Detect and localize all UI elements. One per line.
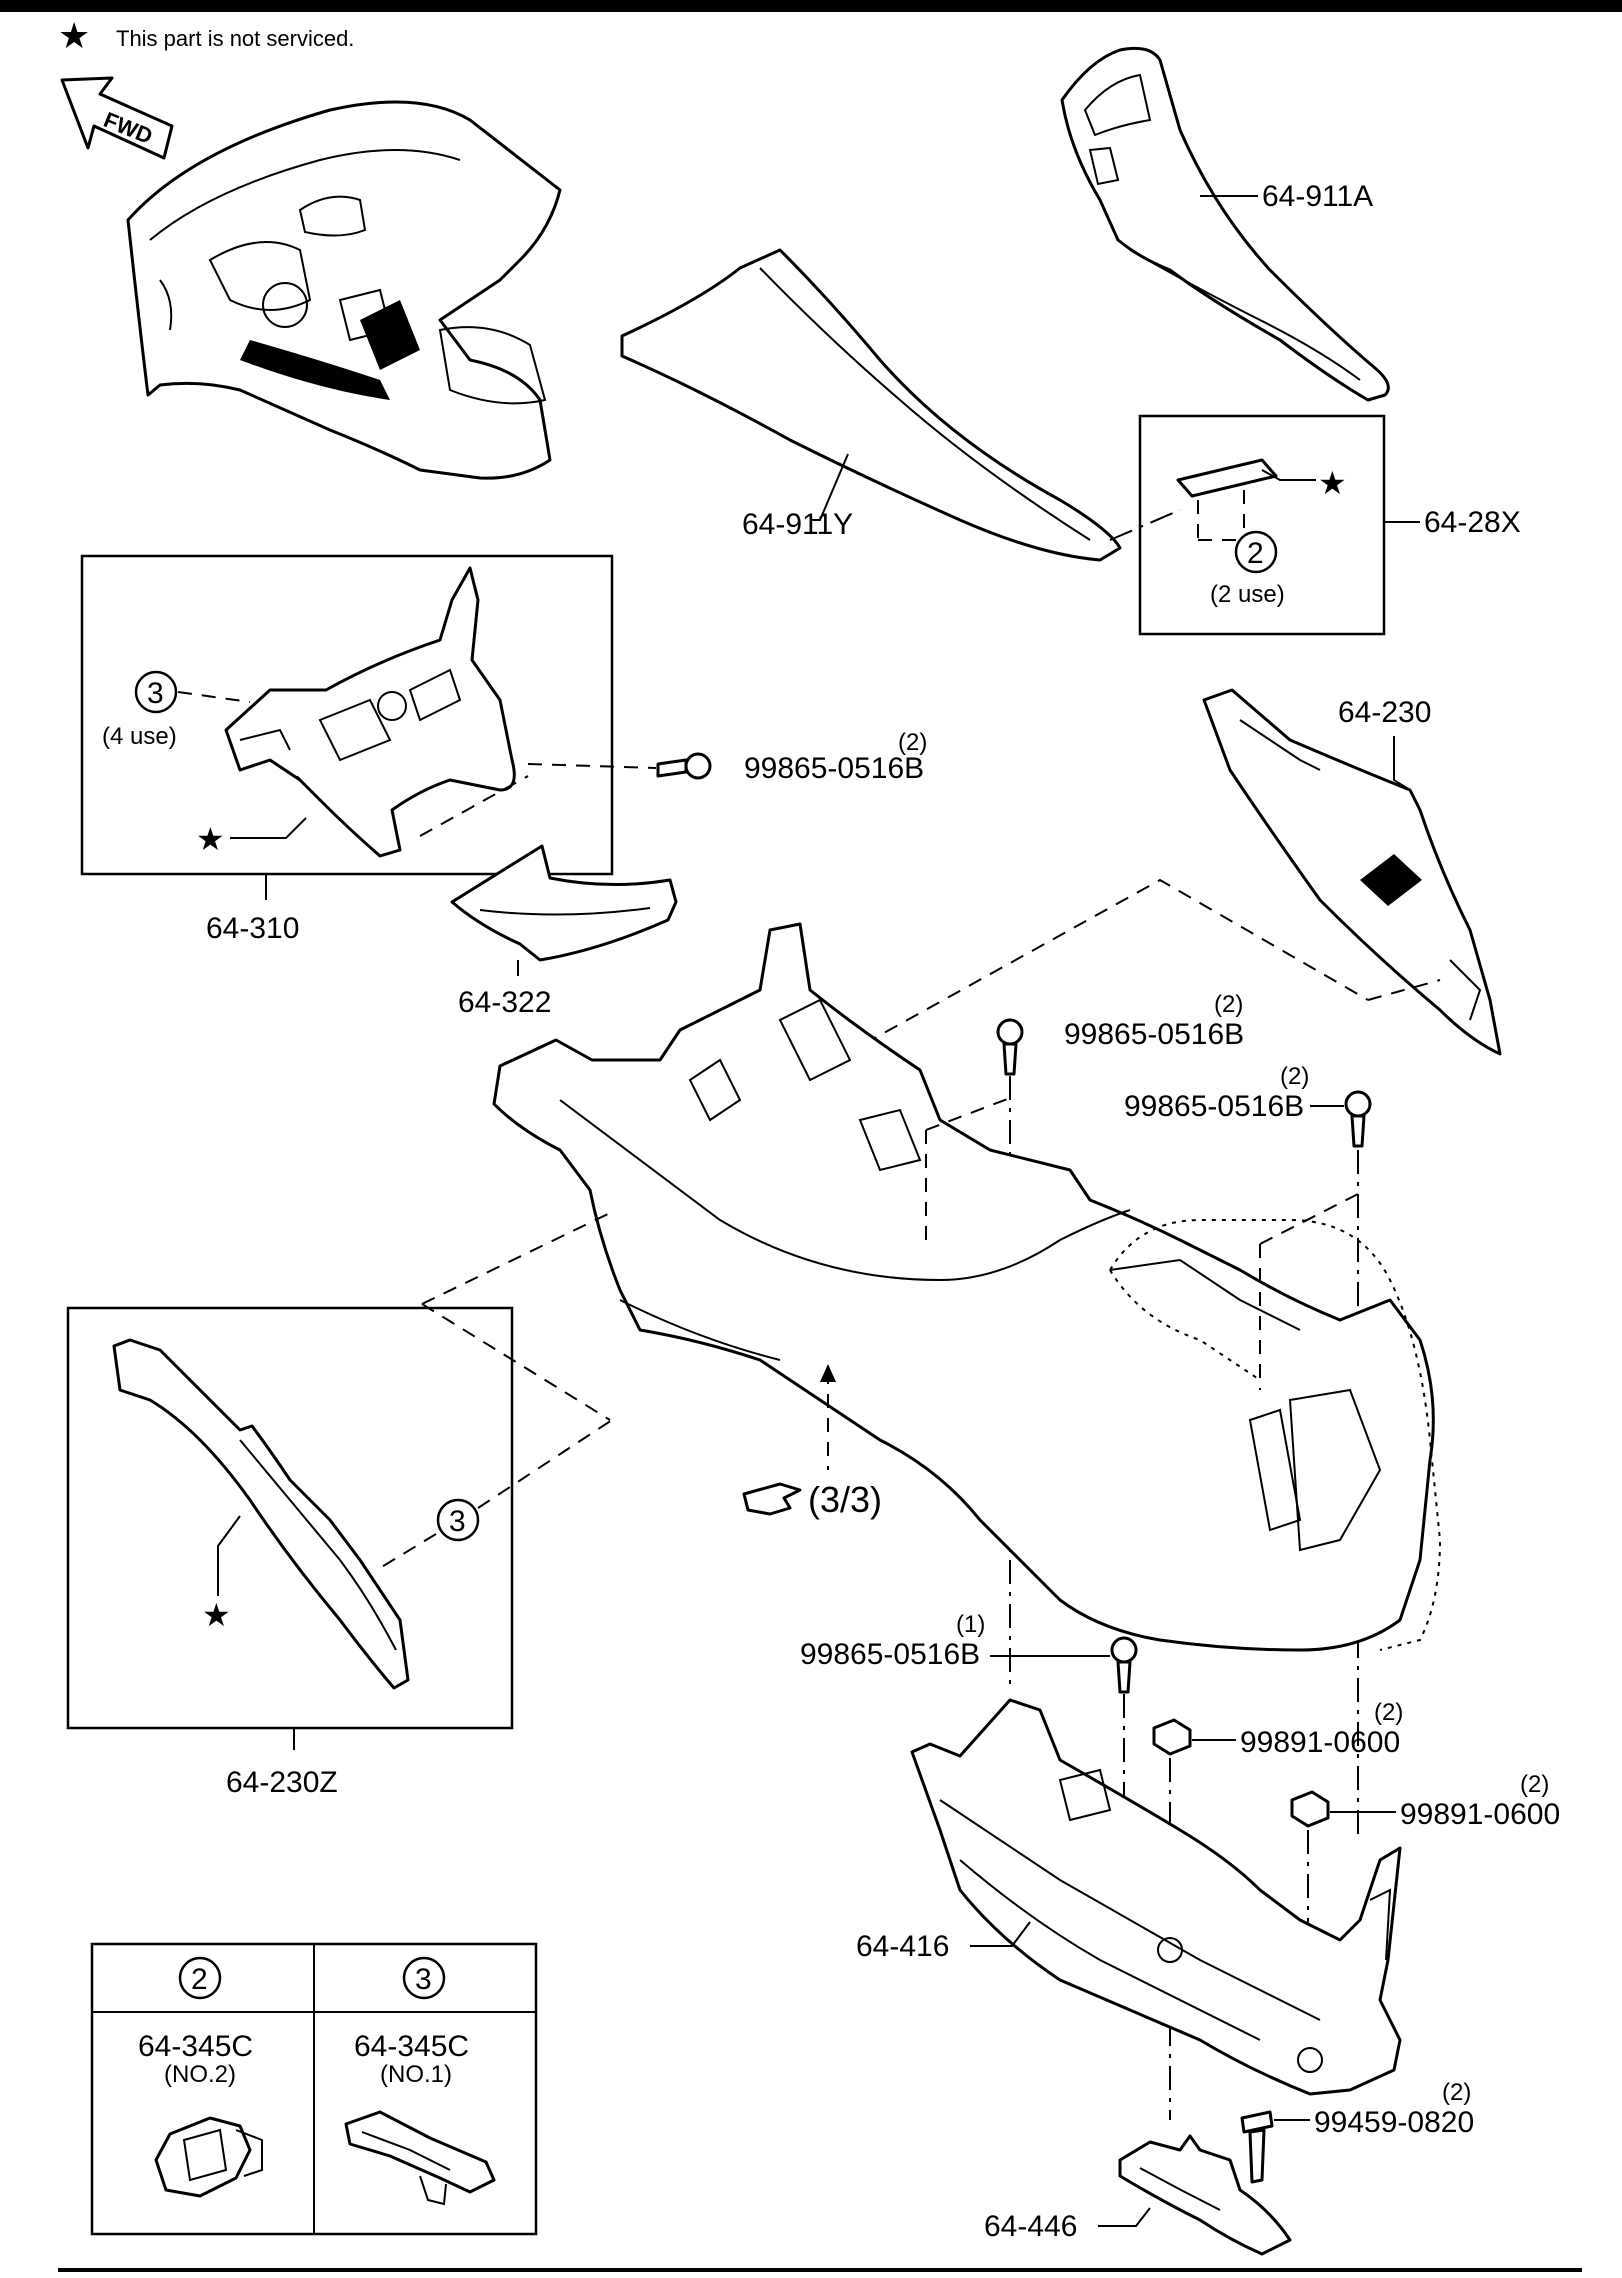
screw-icon [1110,1636,1138,1694]
screw-icon [656,752,712,780]
pointing-hand-icon [742,1482,802,1516]
part-64-322 [450,844,678,962]
callout-bolt: 99459-0820 [1314,2106,1474,2139]
top-border [0,0,1622,12]
screw-icon [1344,1090,1372,1148]
star-icon: ★ [1318,465,1347,501]
part-64-446 [1118,2134,1292,2256]
callout-64-310: 64-310 [206,912,299,945]
callout-screw-c-qty: (2) [1280,1063,1309,1090]
star-icon: ★ [196,821,225,857]
box-64-28X: ★ 2 (2 use) [1138,414,1386,636]
part-64-416 [910,1698,1402,2096]
star-note-text: This part is not serviced. [116,26,354,51]
callout-screw-b-qty: (2) [1214,991,1243,1018]
clip-no1-icon [344,2110,496,2206]
callout-nut-a: 99891-0600 [1240,1726,1400,1759]
legend-sub-col1: (NO.2) [164,2061,236,2088]
ref-circle-3-310: 3 [147,677,164,710]
star-icon: ★ [202,1597,231,1633]
use-2-label: (2 use) [1210,581,1285,608]
screw-icon [996,1018,1024,1076]
callout-screw-d: 99865-0516B [800,1638,980,1671]
callout-nut-b: 99891-0600 [1400,1798,1560,1831]
callout-64-446: 64-446 [984,2210,1077,2243]
box-64-310: 3 (4 use) ★ [80,554,614,876]
callout-screw-b: 99865-0516B [1064,1018,1244,1051]
callout-64-911Y: 64-911Y [742,508,853,541]
fwd-arrow-icon: FWD [60,76,174,160]
bottom-border [58,2268,1582,2272]
callout-64-230Z: 64-230Z [226,1766,338,1799]
bolt-icon [1240,2110,1274,2184]
callout-64-28X: 64-28X [1424,506,1521,539]
callout-screw-a-qty: (2) [898,729,927,756]
legend-ref-2: 2 [191,1963,208,1996]
legend-part-col1: 64-345C [138,2030,253,2063]
callout-64-911A: 64-911A [1262,180,1373,213]
part-64-911A [1060,46,1390,402]
clip-legend-table: 2 64-345C (NO.2) 3 64-345C (NO.1) [90,1942,538,2236]
callout-screw-c: 99865-0516B [1124,1090,1304,1123]
star-icon: ★ [58,15,90,56]
ref-circle-3-230z: 3 [449,1505,466,1538]
star-note: ★ This part is not serviced. [58,15,354,56]
nut-icon [1152,1718,1192,1756]
nut-icon [1290,1790,1330,1828]
legend-ref-3: 3 [415,1963,432,1996]
callout-64-230: 64-230 [1338,696,1431,729]
use-4-label: (4 use) [102,723,177,750]
page-ref-3-3: (3/3) [808,1479,882,1520]
part-console-body [492,922,1435,1652]
callout-screw-a: 99865-0516B [744,752,924,785]
legend-part-col2: 64-345C [354,2030,469,2063]
ref-circle-2-28x: 2 [1247,537,1264,570]
part-64-911Y [620,248,1122,562]
callout-bolt-qty: (2) [1442,2079,1471,2106]
callout-64-416: 64-416 [856,1930,949,1963]
part-64-230 [1202,688,1502,1056]
callout-screw-d-qty: (1) [956,1611,985,1638]
clip-no2-icon [154,2116,263,2198]
box-64-230Z: 3 ★ [66,1306,613,1730]
dashboard-overview-illustration [126,100,562,480]
callout-nut-b-qty: (2) [1520,1771,1549,1798]
legend-sub-col2: (NO.1) [380,2061,452,2088]
callout-64-322: 64-322 [458,986,551,1019]
callout-nut-a-qty: (2) [1374,1699,1403,1726]
